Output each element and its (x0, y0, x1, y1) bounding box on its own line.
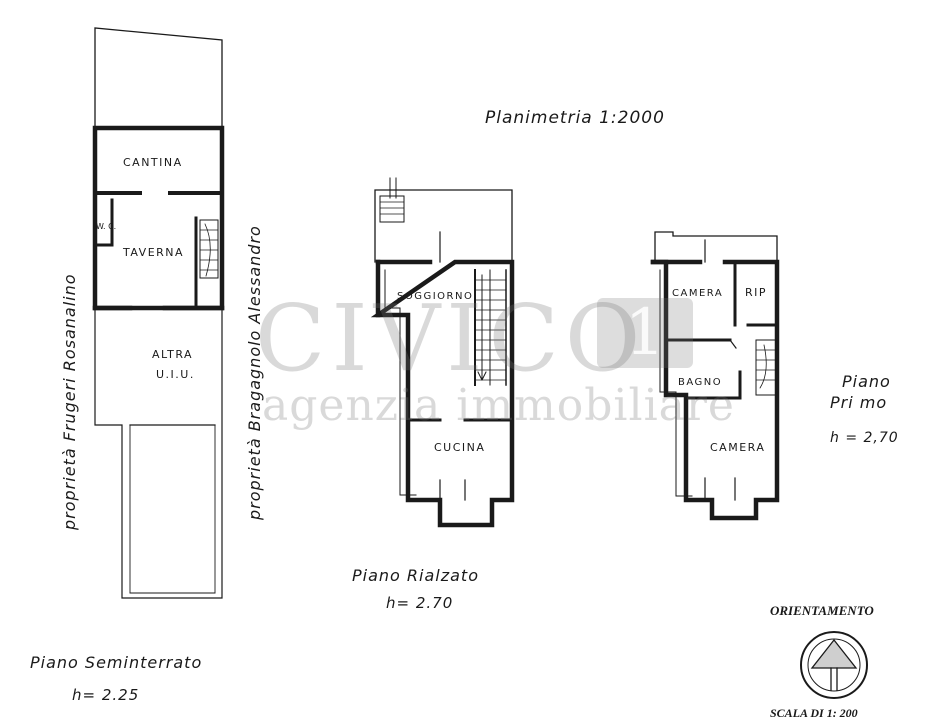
room-taverna: TAVERNA (123, 246, 185, 259)
room-altra: ALTRA (152, 348, 194, 361)
plan-seminterrato (92, 27, 225, 599)
floor-rialzato-label: Piano Rialzato (352, 566, 479, 585)
room-wc: W. C. (96, 222, 117, 231)
scale-label: SCALA DI 1: 200 (770, 706, 858, 720)
floor-rialzato-height: h= 2.70 (386, 594, 454, 612)
neighbor-left-label: proprietà Frugeri Rosanalino (60, 273, 79, 530)
neighbor-right-label: proprietà Bragagnolo Alessandro (245, 225, 264, 520)
room-rip: RIP (745, 286, 768, 299)
plan-rialzato (370, 177, 515, 528)
floor-primo-label-1: Piano (842, 372, 891, 391)
room-camera-2: CAMERA (710, 441, 766, 454)
room-bagno: BAGNO (678, 377, 723, 388)
watermark-number: 1 (597, 298, 693, 368)
room-cucina: CUCINA (434, 441, 486, 454)
watermark-tagline: agenzia immobiliare (262, 380, 735, 431)
room-camera-1: CAMERA (672, 288, 724, 299)
floor-primo-height: h = 2,70 (830, 430, 899, 446)
compass-icon (800, 631, 868, 699)
watermark-brand: CIVICO (255, 285, 647, 392)
plan-primo (650, 231, 780, 521)
floor-seminterrato-label: Piano Seminterrato (30, 653, 203, 672)
floor-primo-label-2: Pri mo (830, 393, 888, 412)
floor-seminterrato-height: h= 2.25 (72, 686, 140, 704)
room-cantina: CANTINA (123, 156, 183, 169)
room-uiu: U.I.U. (156, 368, 195, 381)
plan-title: Planimetria 1:2000 (485, 108, 665, 128)
room-soggiorno: SOGGIORNO (397, 291, 474, 302)
orientation-title: ORIENTAMENTO (770, 603, 874, 618)
